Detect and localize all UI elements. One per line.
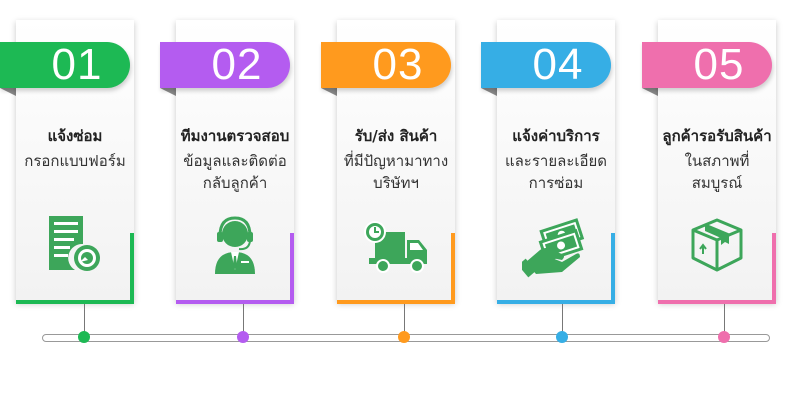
step-number-tab [481,42,611,88]
timeline-connector [84,304,85,336]
step-title: ลูกค้ารอรับสินค้า [662,127,772,145]
step-title: แจ้งค่าบริการ [512,127,600,145]
step-number-tab [321,42,451,88]
step-description-line: ข้อมูลและติดต่อ [183,152,287,170]
step-description-line: และรายละเอียด [504,152,608,170]
step-number: 01 [51,40,103,89]
step-4: 04 แจ้งค่าบริการ และรายละเอียด การซ่อม [481,0,631,306]
step-description-line: ที่มีปัญหามาทาง [343,152,449,170]
timeline-connector [562,304,563,336]
step-description: และรายละเอียด การซ่อม [497,150,615,194]
card-accent-vertical [290,233,294,304]
step-description: ข้อมูลและติดต่อ กลับลูกค้า [176,150,294,194]
timeline-dot-step-4 [556,331,568,343]
step-2: 02 ทีมงานตรวจสอบ ข้อมูลและติดต่อ กลับลูก… [160,0,310,306]
timeline-dot-step-1 [78,331,90,343]
step-1: 01 แจ้งซ่อม กรอกแบบฟอร์ม [0,0,150,306]
step-number-tab [160,42,290,88]
timeline-connector [404,304,405,336]
form-document-icon [49,216,100,271]
step-number: 02 [211,40,263,89]
step-title: รับ/ส่ง สินค้า [354,127,438,145]
card-accent-horizontal [176,300,294,304]
support-agent-headset-icon [215,216,255,274]
tab-fold [642,88,658,96]
step-5: 05 ลูกค้ารอรับสินค้า ในสภาพที่ สมบูรณ์ [642,0,792,306]
step-number-tab [0,42,130,88]
step-number: 04 [532,40,584,89]
tab-fold [321,88,337,96]
card-accent-vertical [611,233,615,304]
card-accent-horizontal [497,300,615,304]
timeline-dot-step-5 [718,331,730,343]
step-title: ทีมงานตรวจสอบ [180,127,290,145]
step-description-line: ในสภาพที่ [684,152,750,170]
step-description: ที่มีปัญหามาทาง บริษัทฯ [337,150,455,194]
package-box-icon [691,218,743,272]
money-hand-icon [522,218,585,278]
step-description-line: กลับลูกค้า [202,174,268,192]
tab-fold [160,88,176,96]
step-description-line: บริษัทฯ [373,174,419,192]
timeline-dot-step-2 [237,331,249,343]
card-accent-vertical [130,233,134,304]
timeline-connector [724,304,725,336]
step-description-line: การซ่อม [528,174,584,192]
card-accent-horizontal [16,300,134,304]
step-number: 05 [693,40,745,89]
step-description-line: กรอกแบบฟอร์ม [24,152,126,170]
timeline-dot-step-3 [398,331,410,343]
step-description-line: สมบูรณ์ [691,174,743,192]
tab-fold [0,88,16,96]
tab-fold [481,88,497,96]
step-description: ในสภาพที่ สมบูรณ์ [658,150,776,194]
card-accent-vertical [772,233,776,304]
timeline-connector [243,304,244,336]
step-number: 03 [372,40,424,89]
step-3: 03 รับ/ส่ง สินค้า ที่มีปัญหามาทาง บริษัท… [321,0,471,306]
card-accent-horizontal [658,300,776,304]
card-accent-horizontal [337,300,455,304]
step-title: แจ้งซ่อม [47,127,103,145]
card-accent-vertical [451,233,455,304]
delivery-truck-icon [364,221,427,273]
step-description: กรอกแบบฟอร์ม [16,150,134,172]
step-number-tab [642,42,772,88]
